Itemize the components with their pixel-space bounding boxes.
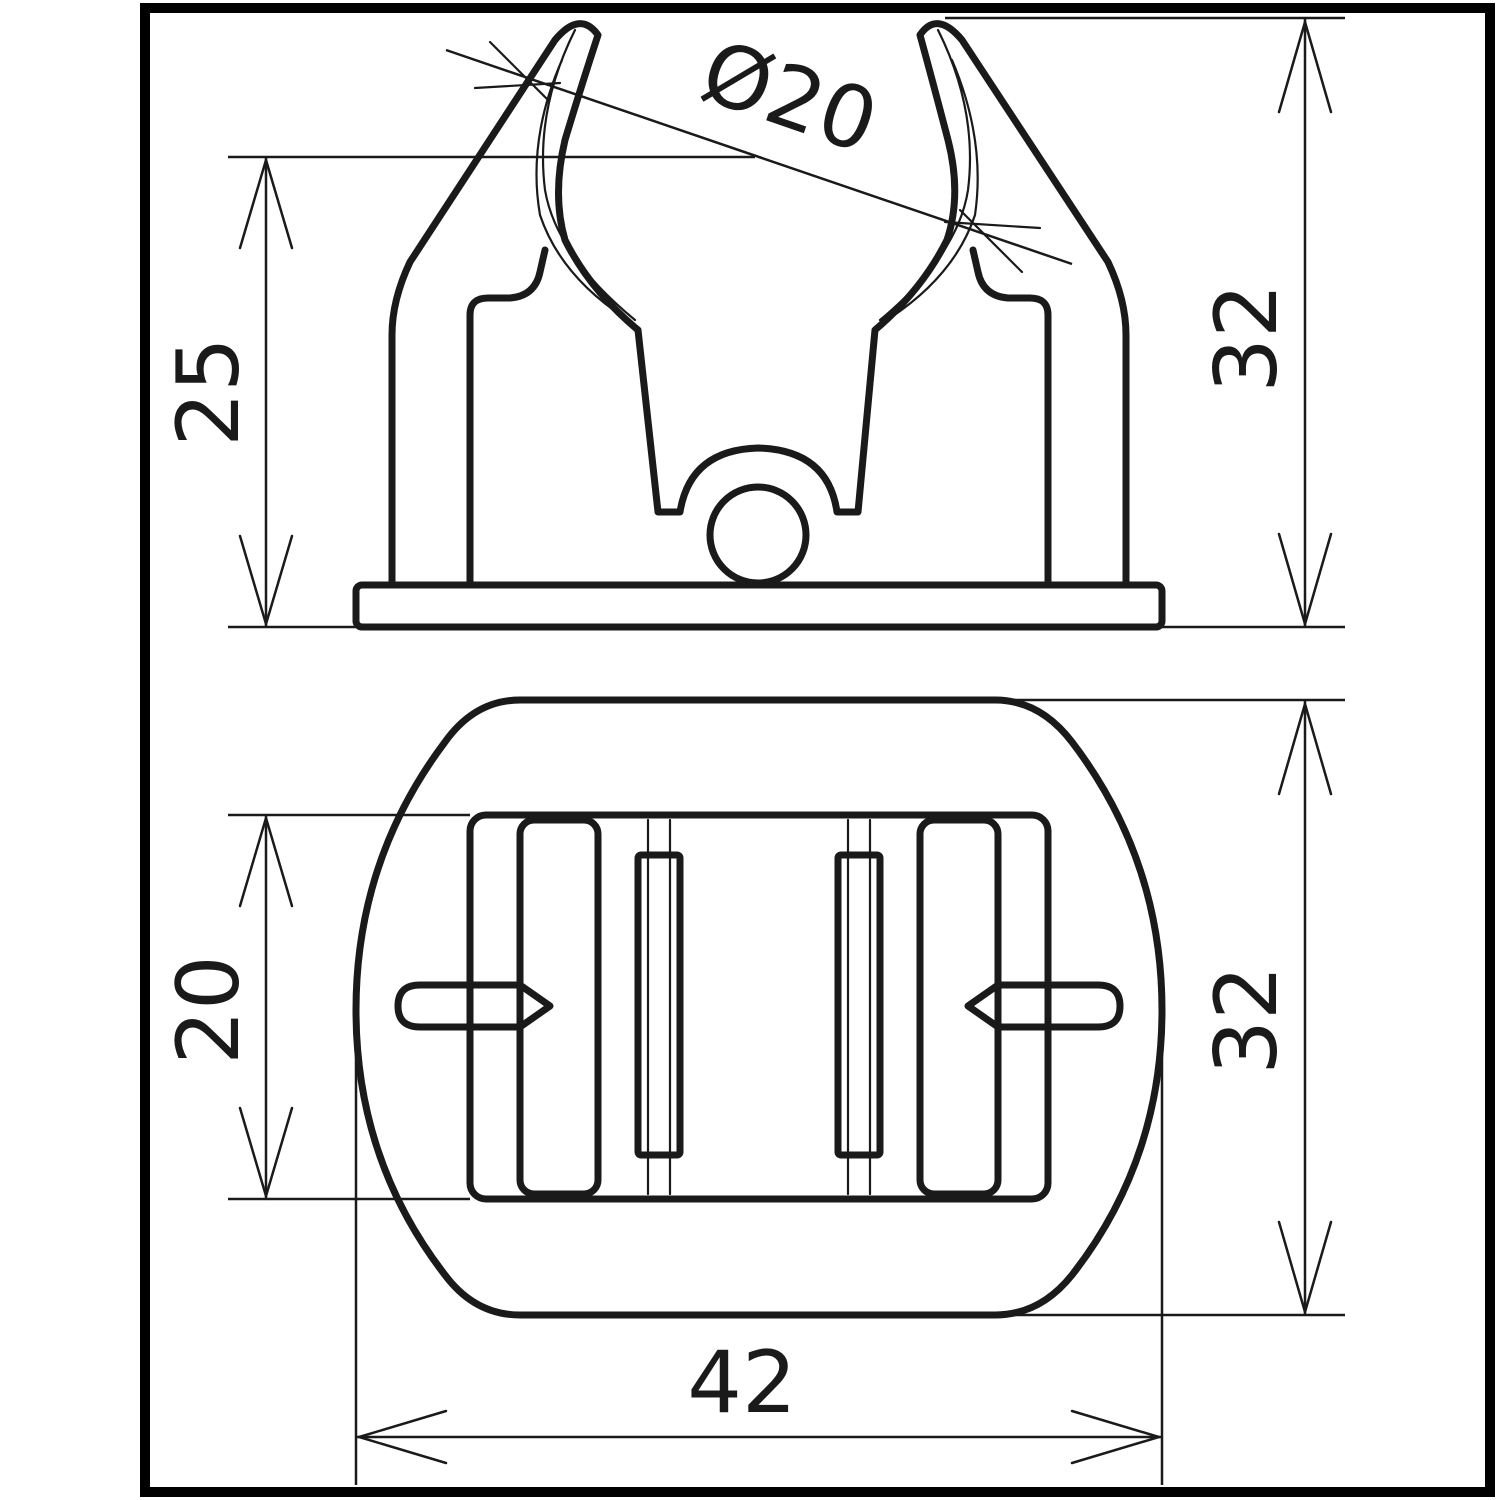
dim-32-side-arrow-bottom	[1277, 532, 1333, 629]
dim-32-top-arrow-bottom	[1277, 1220, 1333, 1317]
top-view-inner-frame	[466, 811, 1052, 1203]
side-view-right-jaw-curve	[878, 28, 979, 322]
dim-42-label: 42	[687, 1333, 796, 1433]
dim-42-arrow-left	[354, 1409, 448, 1465]
dim-20-arrow-bottom	[238, 1106, 294, 1201]
side-view-base-plate	[352, 581, 1166, 631]
top-view-right-pin	[964, 981, 1124, 1031]
top-view: 20 32 42	[159, 696, 1345, 1485]
side-view-hole	[706, 483, 810, 587]
top-view-right-slot	[916, 816, 1002, 1198]
diameter-leader	[445, 48, 1073, 266]
diameter-tick-right-1	[943, 220, 1042, 230]
side-view-inner-outline	[466, 246, 1052, 589]
dim-32-side-label: 32	[1197, 283, 1297, 392]
dim-32-side-arrow-top	[1277, 17, 1333, 114]
dim-32-top-arrow-top	[1277, 699, 1333, 796]
top-view-right-rib	[834, 851, 884, 1159]
drawing-frame	[140, 3, 1495, 1497]
top-view-left-pin	[394, 981, 554, 1031]
top-view-left-slot	[516, 816, 602, 1198]
diameter-label: Ø20	[689, 21, 889, 173]
top-view-left-rib	[634, 851, 684, 1159]
dim-25-arrow-bottom	[238, 534, 294, 629]
dim-20-label: 20	[159, 955, 259, 1064]
dim-25-arrow-top	[238, 155, 294, 250]
dim-20-arrow-top	[238, 813, 294, 908]
diameter-tick-right-2	[958, 208, 1024, 274]
diameter-tick-left-2	[488, 40, 550, 102]
side-view: 25 32 Ø20	[159, 16, 1345, 631]
top-view-base-outline	[352, 696, 1166, 1319]
diameter-tick-left-1	[473, 81, 562, 90]
dim-42-arrow-right	[1070, 1409, 1164, 1465]
side-view-clip-body	[388, 20, 1130, 589]
side-view-left-jaw-curve	[535, 28, 637, 322]
dim-32-top-label: 32	[1197, 965, 1297, 1074]
dim-25-label: 25	[159, 337, 259, 446]
